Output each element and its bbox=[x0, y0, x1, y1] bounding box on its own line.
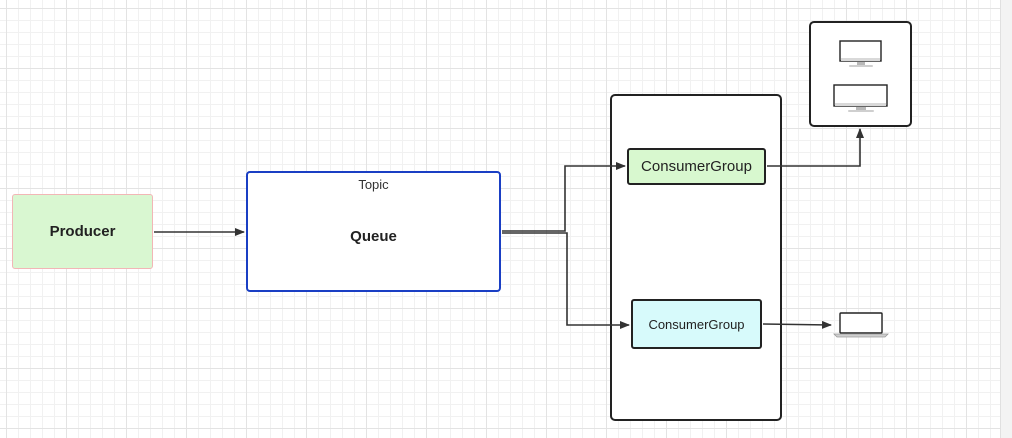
topic-node[interactable]: Topic Queue bbox=[246, 171, 501, 292]
consumer-group-node-1[interactable]: ConsumerGroup bbox=[627, 148, 766, 185]
canvas-scrollbar[interactable] bbox=[1000, 0, 1012, 438]
queue-label: Queue bbox=[350, 228, 397, 245]
producer-label: Producer bbox=[49, 223, 116, 240]
edge-consumer-group-1-to-devices bbox=[767, 128, 864, 167]
consumer-group-label: ConsumerGroup bbox=[648, 316, 745, 332]
desktop-monitor-icon bbox=[839, 40, 882, 67]
producer-node[interactable]: Producer bbox=[12, 194, 153, 269]
consumer-group-node-2[interactable]: ConsumerGroup bbox=[631, 299, 762, 349]
consumer-group-label: ConsumerGroup bbox=[641, 158, 752, 175]
edge-topic-to-consumer-group-1 bbox=[502, 162, 626, 232]
edge-consumer-group-2-to-laptop bbox=[762, 320, 832, 329]
edge-topic-to-consumer-group-2 bbox=[502, 232, 630, 329]
topic-title: Topic bbox=[358, 177, 389, 192]
laptop-icon bbox=[833, 312, 889, 338]
desktop-monitor-icon bbox=[833, 84, 888, 112]
